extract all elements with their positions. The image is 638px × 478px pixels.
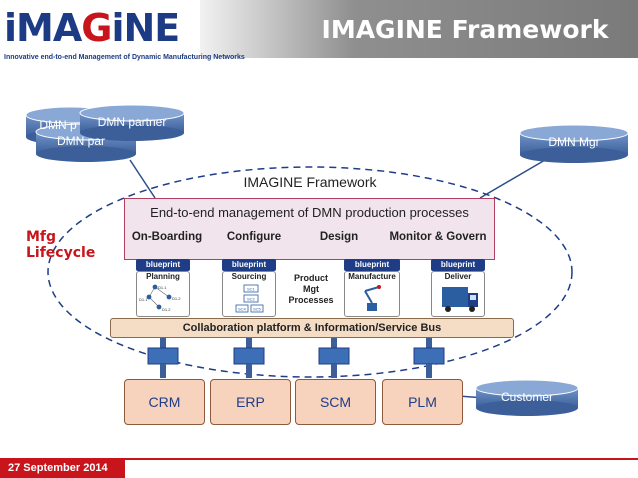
manufacture-robot-icon bbox=[364, 285, 381, 311]
dmn-mgr-label: DMN Mgr bbox=[548, 135, 600, 149]
product-mgt-processes: Product Mgt Processes bbox=[282, 273, 340, 313]
sourcing-flow-icon: SC1 SC2 SC4 SC5 bbox=[235, 284, 264, 313]
product-mgt-line-2: Mgt bbox=[303, 284, 319, 294]
footer-date: 27 September 2014 bbox=[0, 458, 125, 478]
system-crm: CRM bbox=[124, 379, 205, 425]
blueprint-title-manufacture: Manufacture bbox=[348, 272, 396, 281]
sourcing-node-label-1: SC1 bbox=[247, 287, 256, 292]
e2e-management-box bbox=[124, 198, 495, 260]
system-erp: ERP bbox=[210, 379, 291, 425]
product-mgt-line-3: Processes bbox=[288, 295, 334, 305]
system-scm: SCM bbox=[295, 379, 376, 425]
logo-text-part-3: iNE bbox=[111, 6, 180, 50]
logo-tagline: Innovative end-to-end Management of Dyna… bbox=[4, 54, 245, 61]
connector-mgr bbox=[479, 159, 546, 199]
product-mgt-line-1: Product bbox=[293, 273, 328, 283]
sourcing-node-label-4: SC5 bbox=[253, 307, 262, 312]
collaboration-bus: Collaboration platform & Information/Ser… bbox=[110, 318, 514, 338]
planning-node-2 bbox=[146, 294, 152, 300]
sourcing-node-label-3: SC4 bbox=[238, 307, 247, 312]
step-monitor-govern: Monitor & Govern bbox=[389, 231, 487, 243]
step-design: Design bbox=[319, 231, 359, 243]
bus-connectors bbox=[147, 338, 445, 378]
blueprint-tab-deliver: blueprint bbox=[431, 259, 485, 271]
blueprint-card-manufacture: Manufacture bbox=[344, 271, 400, 317]
logo-text-part-1: iMA bbox=[4, 6, 82, 50]
blueprint-tab-sourcing: blueprint bbox=[222, 259, 276, 271]
blueprint-title-deliver: Deliver bbox=[444, 272, 472, 281]
planning-node-3 bbox=[166, 294, 172, 300]
blueprint-card-sourcing: Sourcing SC1 SC2 SC4 SC5 bbox=[222, 271, 276, 317]
title-bar bbox=[200, 0, 638, 58]
planning-node-label-2: D1.1 bbox=[139, 297, 148, 302]
page-title: IMAGINE Framework bbox=[321, 15, 609, 44]
connector-partner bbox=[129, 159, 156, 199]
planning-node-label-4: D1.2 bbox=[162, 307, 171, 312]
planning-node-label-3: D1.2 bbox=[172, 296, 181, 301]
blueprint-tab-manufacture: blueprint bbox=[344, 259, 400, 271]
mfg-lifecycle-label: Mfg Lifecycle bbox=[26, 229, 96, 261]
planning-node-1 bbox=[152, 284, 158, 290]
step-onboarding: On-Boarding bbox=[131, 231, 203, 243]
dmn-partner-cylinder-front bbox=[79, 104, 185, 141]
blueprint-title-sourcing: Sourcing bbox=[231, 272, 267, 281]
planning-network-icon: D1.1 D1.1 D1.2 D1.2 bbox=[139, 284, 181, 312]
truck-icon bbox=[442, 287, 478, 312]
framework-boundary bbox=[47, 166, 573, 378]
footer-divider bbox=[0, 458, 638, 460]
step-configure: Configure bbox=[226, 231, 282, 243]
e2e-management-title: End-to-end management of DMN production … bbox=[150, 205, 469, 220]
imagine-logo: iMAGiNE bbox=[4, 4, 200, 52]
planning-node-label-1: D1.1 bbox=[158, 285, 167, 290]
dmn-partner-label-back: DMN p bbox=[39, 118, 77, 132]
blueprint-title-planning: Planning bbox=[146, 272, 180, 281]
blueprint-tab-planning: blueprint bbox=[136, 259, 190, 271]
blueprint-card-planning: Planning D1.1 D1.1 D1.2 D1.2 bbox=[136, 271, 190, 317]
customer-label: Customer bbox=[500, 390, 553, 404]
sourcing-node-label-2: SC2 bbox=[247, 297, 256, 302]
framework-label: IMAGINE Framework bbox=[243, 174, 377, 190]
dmn-partner-label-front: DMN partner bbox=[97, 115, 167, 129]
blueprint-card-deliver: Deliver bbox=[431, 271, 485, 317]
planning-node-4 bbox=[156, 304, 162, 310]
logo-text-part-2: G bbox=[81, 6, 112, 50]
dmn-partner-label-mid: DMN par bbox=[56, 134, 105, 148]
dmn-mgr-cylinder bbox=[519, 124, 629, 163]
customer-cylinder bbox=[475, 379, 579, 416]
system-plm: PLM bbox=[382, 379, 463, 425]
